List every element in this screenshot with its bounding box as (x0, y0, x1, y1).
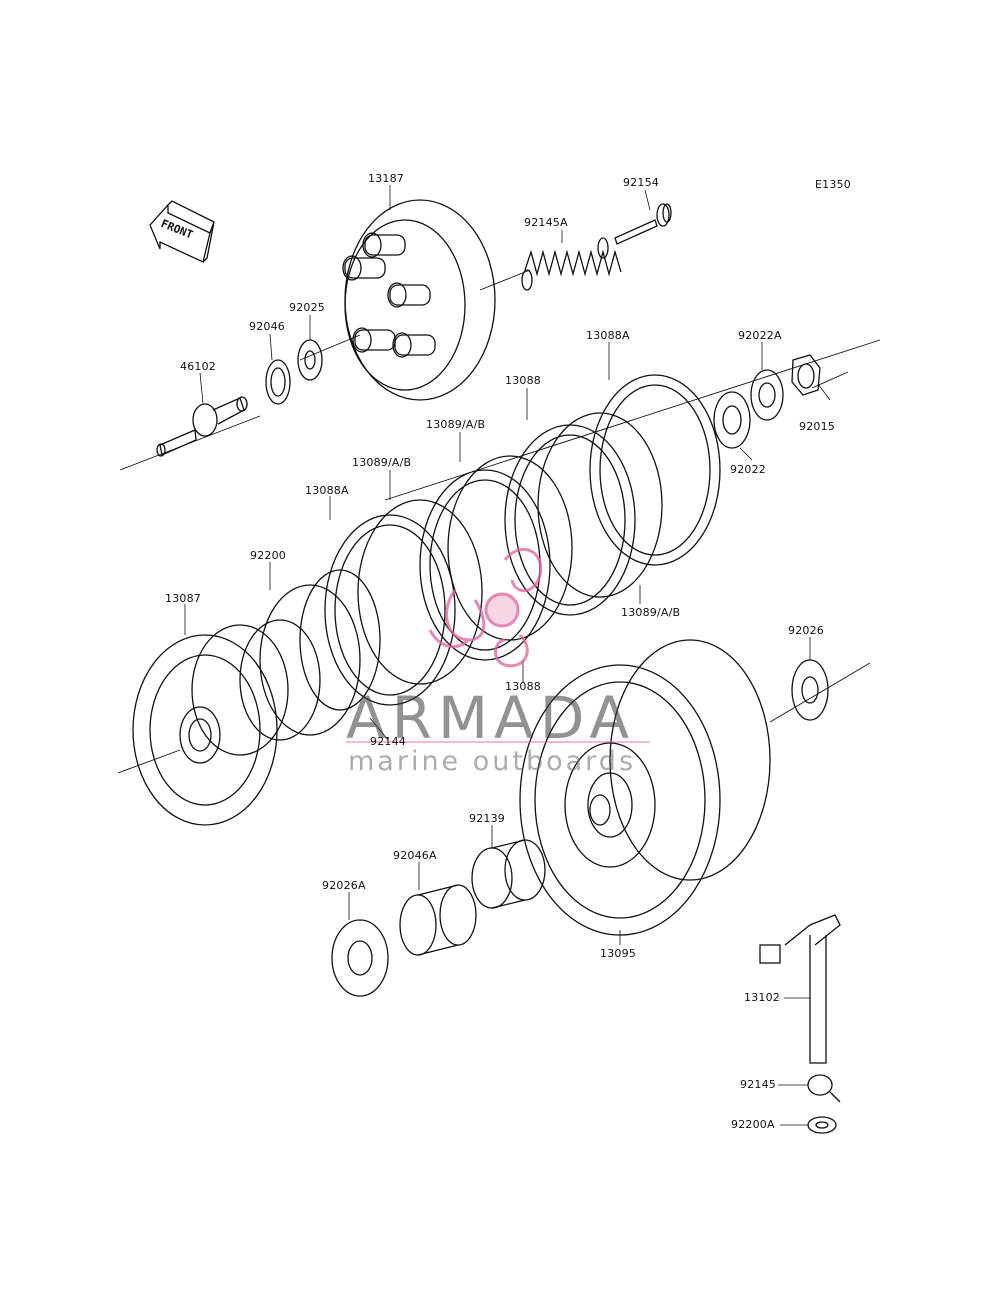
part-label-13187: 13187 (368, 172, 404, 185)
part-label-46102: 46102 (180, 360, 216, 373)
ring-92200 (259, 584, 361, 736)
steel-plate-13089-b (447, 455, 573, 641)
part-label-92145A: 92145A (524, 216, 568, 229)
part-label-92022: 92022 (730, 463, 766, 476)
washer-92022 (713, 391, 751, 449)
part-label-92026A: 92026A (322, 879, 366, 892)
washer-92200A (807, 1116, 837, 1134)
part-label-13088-top: 13088 (505, 374, 541, 387)
nut-92015 (791, 354, 821, 396)
steel-plate-13089-c (537, 412, 663, 598)
watermark-logo-icon (428, 547, 543, 668)
washer-92022A (750, 369, 784, 421)
part-label-13087: 13087 (165, 592, 201, 605)
part-label-92015: 92015 (799, 420, 835, 433)
friction-plate-13088 (419, 469, 551, 661)
part-label-92139: 92139 (469, 812, 505, 825)
spring-92145A (521, 237, 622, 291)
part-label-92046A: 92046A (393, 849, 437, 862)
part-label-92154: 92154 (623, 176, 659, 189)
collar-92139 (471, 839, 546, 909)
part-label-13089-b: 13089/A/B (352, 456, 412, 469)
part-label-92200A: 92200A (731, 1118, 775, 1131)
part-label-13102: 13102 (744, 991, 780, 1004)
part-label-92022A: 92022A (738, 329, 782, 342)
part-label-92026: 92026 (788, 624, 824, 637)
part-label-13089-c: 13089/A/B (621, 606, 681, 619)
leader-lines (184, 185, 831, 1126)
part-label-92200: 92200 (250, 549, 286, 562)
part-label-92046: 92046 (249, 320, 285, 333)
part-label-92144: 92144 (370, 735, 406, 748)
part-label-13089-a: 13089/A/B (426, 418, 486, 431)
part-label-92025: 92025 (289, 301, 325, 314)
steel-plate-13089 (357, 499, 483, 685)
part-label-13088A-top: 13088A (586, 329, 630, 342)
watermark-tagline: marine outboards (348, 746, 637, 777)
washer-92026 (791, 659, 829, 721)
spring-92145 (807, 1074, 841, 1103)
washer-92025 (297, 339, 323, 381)
clutch-hub-13087 (132, 619, 321, 826)
clutch-plate-stack (324, 374, 721, 706)
part-label-13095: 13095 (600, 947, 636, 960)
bolt-92154 (614, 203, 672, 245)
bearing-92046 (265, 359, 291, 405)
watermark-brand: ARMADA (346, 684, 636, 752)
pressure-plate-13187 (342, 199, 496, 401)
release-shaft-13102 (759, 914, 841, 1064)
front-arrow-icon (149, 200, 215, 263)
friction-plate-13088A-top (589, 374, 721, 566)
ring-92144 (299, 569, 381, 711)
friction-plate-13088A-left (324, 514, 456, 706)
push-rod-46102 (156, 396, 248, 457)
washer-92026A (331, 919, 389, 997)
part-label-13088-bottom: 13088 (505, 680, 541, 693)
needle-bearing-92046A (399, 884, 477, 956)
friction-plate-13088-mid (504, 424, 636, 616)
part-label-13088A-left: 13088A (305, 484, 349, 497)
part-label-92145: 92145 (740, 1078, 776, 1091)
diagram-code: E1350 (815, 178, 851, 191)
